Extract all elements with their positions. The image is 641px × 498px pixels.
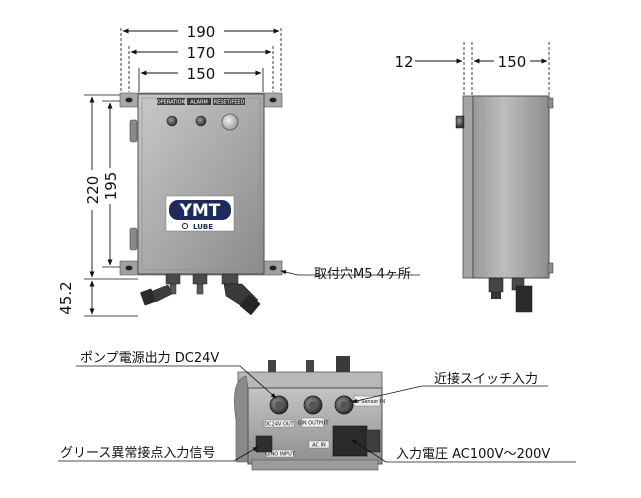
reset-feed-button — [221, 113, 239, 131]
mounting-hole-label: 取付穴M5 4ヶ所 — [314, 267, 411, 282]
logo-brand: YMT — [179, 201, 221, 221]
operation-lamp — [166, 115, 178, 127]
dim-mounting-pitch-width: 170 — [187, 44, 216, 62]
callout-proximity-switch-in: 近接スイッチ入力 — [434, 371, 538, 387]
bottom-view: DC24V OUT GIN OUTPUT Prox Sensor IN GINO… — [58, 351, 576, 471]
port-label-ac-in: AC IN — [312, 443, 326, 449]
callout-pump-power-out: ポンプ電源出力 DC24V — [80, 351, 219, 366]
side-cable-glands — [488, 277, 533, 313]
svg-text:ALARM: ALARM — [190, 100, 208, 106]
hinge-top — [129, 119, 138, 143]
hinge-bottom — [129, 227, 138, 251]
label-alarm — [187, 98, 211, 105]
dim-bottom-projection: 45.2 — [57, 281, 75, 314]
connector-ac-in — [332, 425, 368, 457]
port-label-prox-sensor: Prox Sensor IN — [349, 399, 386, 405]
connector-gino-input — [255, 435, 273, 453]
dim-overall-height: 220 — [84, 176, 102, 205]
label-reset — [213, 98, 245, 105]
logo-mark-icon — [181, 222, 189, 230]
side-knob-icon — [455, 115, 465, 129]
svg-text:RESET/FEED: RESET/FEED — [214, 100, 245, 106]
logo-badge — [169, 200, 231, 220]
svg-text:OPERATION: OPERATION — [157, 100, 186, 106]
port-label-dc24v-out: DC24V OUT — [264, 422, 294, 428]
dim-mounting-pitch-height: 195 — [102, 172, 120, 201]
dim-overall-width: 190 — [187, 23, 216, 41]
callout-grease-abnormal-in: グリース異常接点入力信号 — [60, 445, 215, 461]
side-view: 12 150 — [394, 42, 554, 313]
port-label-gin-output: GIN OUTPUT — [297, 421, 329, 427]
mounting-holes — [125, 97, 277, 271]
dim-body-width: 150 — [187, 65, 216, 83]
callout-input-voltage: 入力電圧 AC100V～200V — [396, 447, 550, 462]
dim-depth: 150 — [498, 53, 527, 71]
front-cable-glands — [140, 273, 261, 315]
front-view: 190 170 150 220 195 45.2 — [57, 23, 420, 317]
logo-sub: LUBE — [193, 223, 213, 231]
alarm-lamp — [195, 115, 207, 127]
label-operation — [157, 98, 185, 105]
port-label-gino-input: GINO INPUT — [265, 452, 296, 458]
dim-protrusion: 12 — [394, 53, 413, 71]
